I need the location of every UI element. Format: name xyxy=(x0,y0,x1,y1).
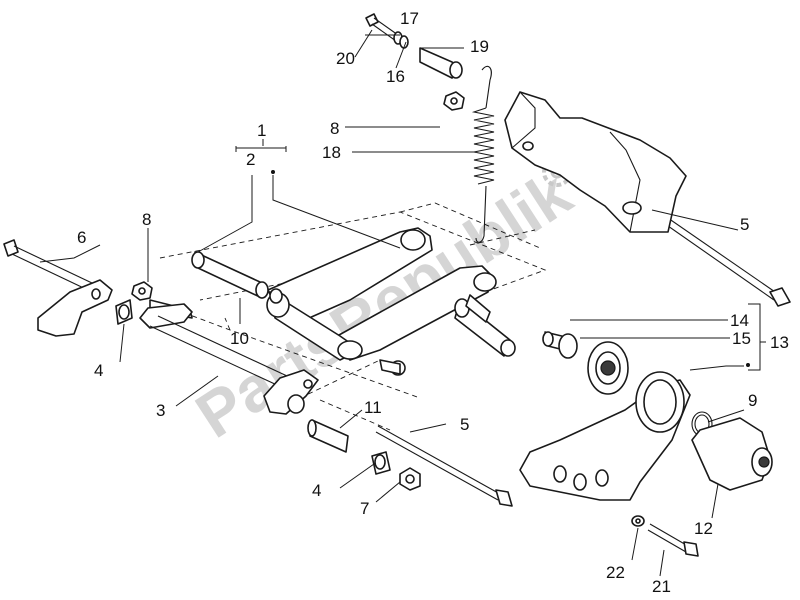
callout-21: 21 xyxy=(652,577,671,596)
lower-bolt-part xyxy=(647,523,699,557)
callout-1: 1 xyxy=(257,121,266,140)
callout-22: 22 xyxy=(606,563,625,582)
callout-2: 2 xyxy=(246,150,255,169)
callout-8-left: 8 xyxy=(142,210,151,229)
callout-14: 14 xyxy=(730,311,749,330)
callout-5-upper: 5 xyxy=(740,215,749,234)
callout-18: 18 xyxy=(322,143,341,162)
engine-mount-bracket-part xyxy=(504,91,687,233)
long-bolt-lower-part xyxy=(375,425,513,507)
lower-arm-bracket-part xyxy=(519,371,691,501)
left-spacer-part xyxy=(115,299,133,325)
callout-17: 17 xyxy=(400,9,419,28)
washer-lower-part xyxy=(631,515,645,527)
callout-11: 11 xyxy=(364,398,382,417)
lower-spacer-part xyxy=(371,451,391,475)
nut-upper-part xyxy=(443,91,465,111)
callout-labels: 1 2 3 4 4 5 5 6 7 8 8 9 10 11 12 13 14 1… xyxy=(77,9,789,596)
callout-8-upper: 8 xyxy=(330,119,339,138)
nut-left-part xyxy=(131,281,153,301)
callout-dot xyxy=(271,170,275,174)
left-mount-bracket-part xyxy=(37,279,113,337)
callout-13: 13 xyxy=(770,333,789,352)
callout-15: 15 xyxy=(732,329,751,348)
swing-arm-linkage-part xyxy=(266,227,497,361)
lower-bushing-part xyxy=(307,419,349,453)
callout-5-lower: 5 xyxy=(460,415,469,434)
linkage-pins-part xyxy=(379,294,516,376)
watermark: PartsRepublik xyxy=(183,157,583,452)
callout-19: 19 xyxy=(470,37,489,56)
pivot-shaft-part xyxy=(139,299,319,415)
end-cap-part xyxy=(691,417,773,491)
watermark-text: PartsRepublik xyxy=(183,157,583,452)
callout-16: 16 xyxy=(386,67,405,86)
callout-dot-bearing xyxy=(746,363,750,367)
callout-4-left: 4 xyxy=(94,361,103,380)
callout-20: 20 xyxy=(336,49,355,68)
bearing-set-part xyxy=(542,331,629,395)
callout-10: 10 xyxy=(230,329,249,348)
callout-3: 3 xyxy=(156,401,165,420)
leader-lines xyxy=(39,29,766,577)
long-bolt-upper-part xyxy=(647,206,791,307)
callout-12: 12 xyxy=(694,519,713,538)
callout-9: 9 xyxy=(748,391,757,410)
bushing-set-part xyxy=(191,251,283,304)
callout-4-lower: 4 xyxy=(312,481,321,500)
callout-7: 7 xyxy=(360,499,369,518)
callout-6: 6 xyxy=(77,228,86,247)
tension-spring-part xyxy=(471,65,495,243)
left-bolt-part xyxy=(3,239,93,292)
nut-lower-part xyxy=(399,467,421,491)
